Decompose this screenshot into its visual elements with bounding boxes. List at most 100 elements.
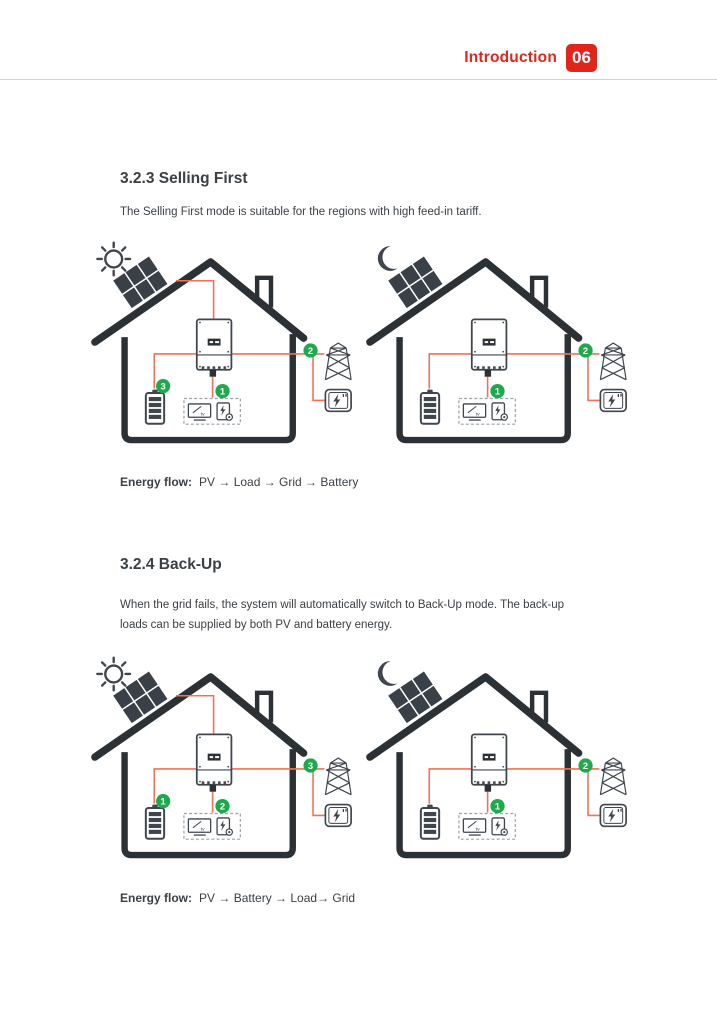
grid-drop-line [312, 353, 325, 402]
backup-load-icon [599, 803, 627, 828]
grid-drop-line [587, 353, 600, 402]
house-roof [366, 258, 583, 346]
tv-icon: tv [187, 818, 212, 836]
chimney [529, 275, 549, 308]
chimney [254, 275, 274, 308]
chimney [529, 690, 549, 723]
ev-charger-icon [491, 402, 508, 421]
house-roof [91, 673, 308, 761]
house-diagram-svg: tv 1 2 [366, 246, 627, 444]
battery-line [428, 768, 472, 804]
load-box: tv [183, 397, 241, 425]
svg-text:2: 2 [308, 345, 313, 356]
moon-icon [377, 661, 398, 686]
grid-drop-line [312, 768, 325, 817]
house-wall [396, 749, 571, 859]
grid-tower-icon [599, 342, 627, 381]
ev-charger-icon [491, 817, 508, 836]
badge-grid: 3 [303, 758, 318, 773]
energy-flow-diagram-selling-night: tv 1 2 [360, 238, 637, 466]
svg-text:tv: tv [201, 826, 205, 832]
page-header: Introduction 06 [0, 44, 597, 72]
badge-battery: 1 [156, 793, 171, 809]
house-wall [121, 749, 296, 859]
badge-grid: 2 [578, 758, 593, 773]
load-box: tv [458, 397, 516, 425]
battery-line [428, 353, 472, 389]
svg-text:2: 2 [583, 760, 588, 771]
svg-text:tv: tv [476, 826, 480, 832]
energy-flow-caption-backup: Energy flow: PV → Battery → Load→ Grid [120, 891, 355, 905]
energy-flow-label: Energy flow: [120, 475, 193, 489]
badge-load: 1 [215, 383, 230, 399]
svg-text:1: 1 [495, 385, 500, 396]
pv-line [176, 694, 215, 734]
house-wall [121, 334, 296, 444]
sun-icon [96, 241, 132, 277]
tv-icon: tv [462, 818, 487, 836]
energy-flow-label: Energy flow: [120, 891, 193, 905]
svg-text:3: 3 [308, 760, 313, 771]
moon-icon [377, 246, 398, 271]
svg-text:tv: tv [476, 411, 480, 417]
svg-text:2: 2 [583, 345, 588, 356]
load-box: tv [183, 812, 241, 840]
badge-load: 1 [490, 798, 505, 814]
grid-drop-line [587, 768, 600, 817]
house-diagram-svg: tv 1 2 [366, 661, 627, 859]
svg-text:2: 2 [220, 800, 225, 811]
house-wall [396, 334, 571, 444]
svg-text:1: 1 [495, 800, 500, 811]
grid-tower-icon [324, 342, 352, 381]
page-number-badge: 06 [566, 44, 597, 72]
svg-text:tv: tv [201, 411, 205, 417]
battery-icon [144, 389, 166, 425]
battery-line [153, 768, 197, 804]
section-body-back-up: When the grid fails, the system will aut… [120, 599, 564, 631]
badge-load: 1 [490, 383, 505, 399]
house-roof [91, 258, 308, 346]
header-divider [0, 79, 717, 80]
tv-icon: tv [462, 403, 487, 421]
backup-load-icon [324, 388, 352, 413]
energy-flow-diagram-selling-day: tv 3 1 2 [85, 238, 362, 466]
backup-load-icon [599, 388, 627, 413]
battery-icon [419, 389, 441, 425]
section-heading-back-up: 3.2.4 Back-Up [120, 556, 222, 573]
pv-line [176, 279, 215, 319]
svg-text:3: 3 [161, 380, 166, 391]
grid-tower-icon [599, 757, 627, 796]
inverter-icon [470, 318, 508, 377]
section-body-selling-first: The Selling First mode is suitable for t… [120, 206, 482, 218]
house-roof [366, 673, 583, 761]
battery-line [153, 353, 197, 389]
energy-flow-diagram-backup-night: tv 1 2 [360, 653, 637, 881]
section-heading-selling-first: 3.2.3 Selling First [120, 170, 248, 187]
badge-grid: 2 [578, 343, 593, 358]
inverter-icon [195, 318, 233, 377]
solar-panel-icon [113, 256, 168, 309]
solar-panel-icon [113, 671, 168, 724]
chimney [254, 690, 274, 723]
solar-panel-icon [388, 671, 443, 724]
svg-text:1: 1 [220, 385, 225, 396]
backup-load-icon [324, 803, 352, 828]
load-box: tv [458, 812, 516, 840]
sun-icon [96, 656, 132, 692]
energy-flow-value: PV → Battery → Load→ Grid [199, 891, 356, 905]
energy-flow-value: PV → Load → Grid → Battery [199, 475, 359, 489]
house-diagram-svg: tv 3 1 2 [91, 241, 352, 444]
ev-charger-icon [216, 817, 233, 836]
house-diagram-svg: tv 1 2 3 [91, 656, 352, 859]
energy-flow-caption-selling: Energy flow: PV → Load → Grid → Battery [120, 475, 358, 489]
badge-grid: 2 [303, 343, 318, 358]
ev-charger-icon [216, 402, 233, 421]
tv-icon: tv [187, 403, 212, 421]
solar-panel-icon [388, 256, 443, 309]
badge-battery: 3 [156, 378, 171, 394]
badge-load: 2 [215, 798, 230, 814]
header-title: Introduction [464, 49, 557, 66]
battery-icon [419, 804, 441, 840]
svg-text:1: 1 [161, 795, 166, 806]
